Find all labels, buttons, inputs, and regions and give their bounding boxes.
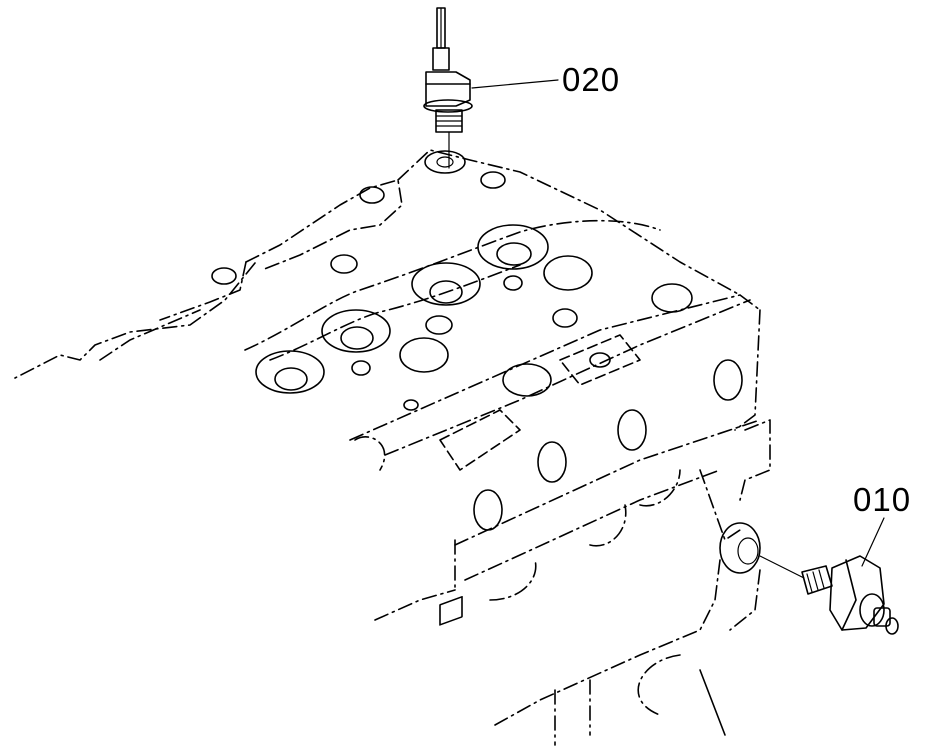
cylinder-head-outline	[14, 149, 771, 746]
callout-label-010: 010	[853, 481, 912, 518]
callout-label-020: 020	[562, 61, 621, 98]
part-020-sensor-drawing	[423, 7, 559, 169]
part-010-switch-drawing	[759, 517, 899, 635]
